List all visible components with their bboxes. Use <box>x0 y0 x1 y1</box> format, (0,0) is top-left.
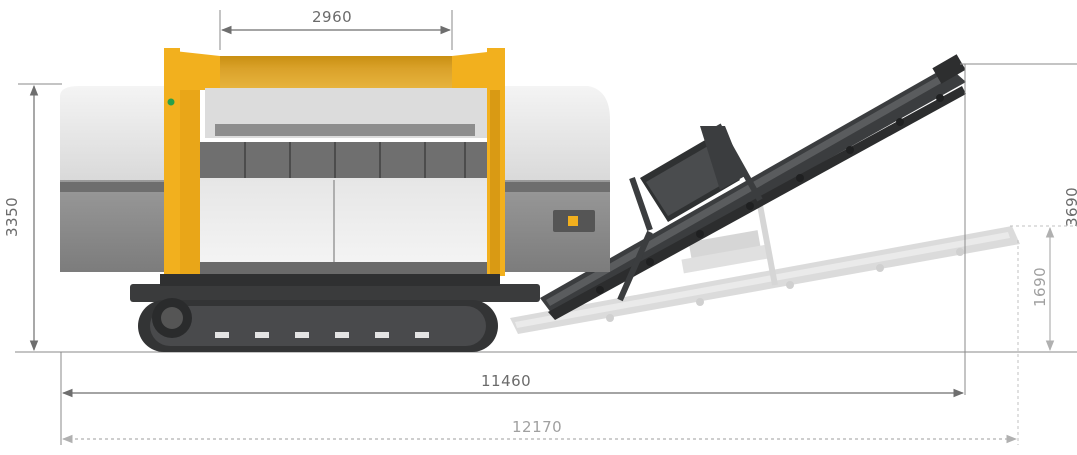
conveyor-lowered-height-label: 1690 <box>1031 266 1049 307</box>
machine-length-label: 11460 <box>481 372 532 390</box>
hopper <box>164 48 505 276</box>
total-length-label: 12170 <box>512 418 563 436</box>
conveyor-lowered-ghost <box>510 204 1020 334</box>
machine-body <box>60 86 610 272</box>
conveyor-height-label: 3690 <box>1063 186 1077 227</box>
conveyor-raised <box>540 54 966 320</box>
machine-height-label: 3350 <box>3 196 21 237</box>
status-light-icon <box>167 98 175 106</box>
hopper-width-label: 2960 <box>312 8 353 26</box>
dimension-lines <box>18 10 1077 445</box>
track-undercarriage <box>130 274 540 352</box>
